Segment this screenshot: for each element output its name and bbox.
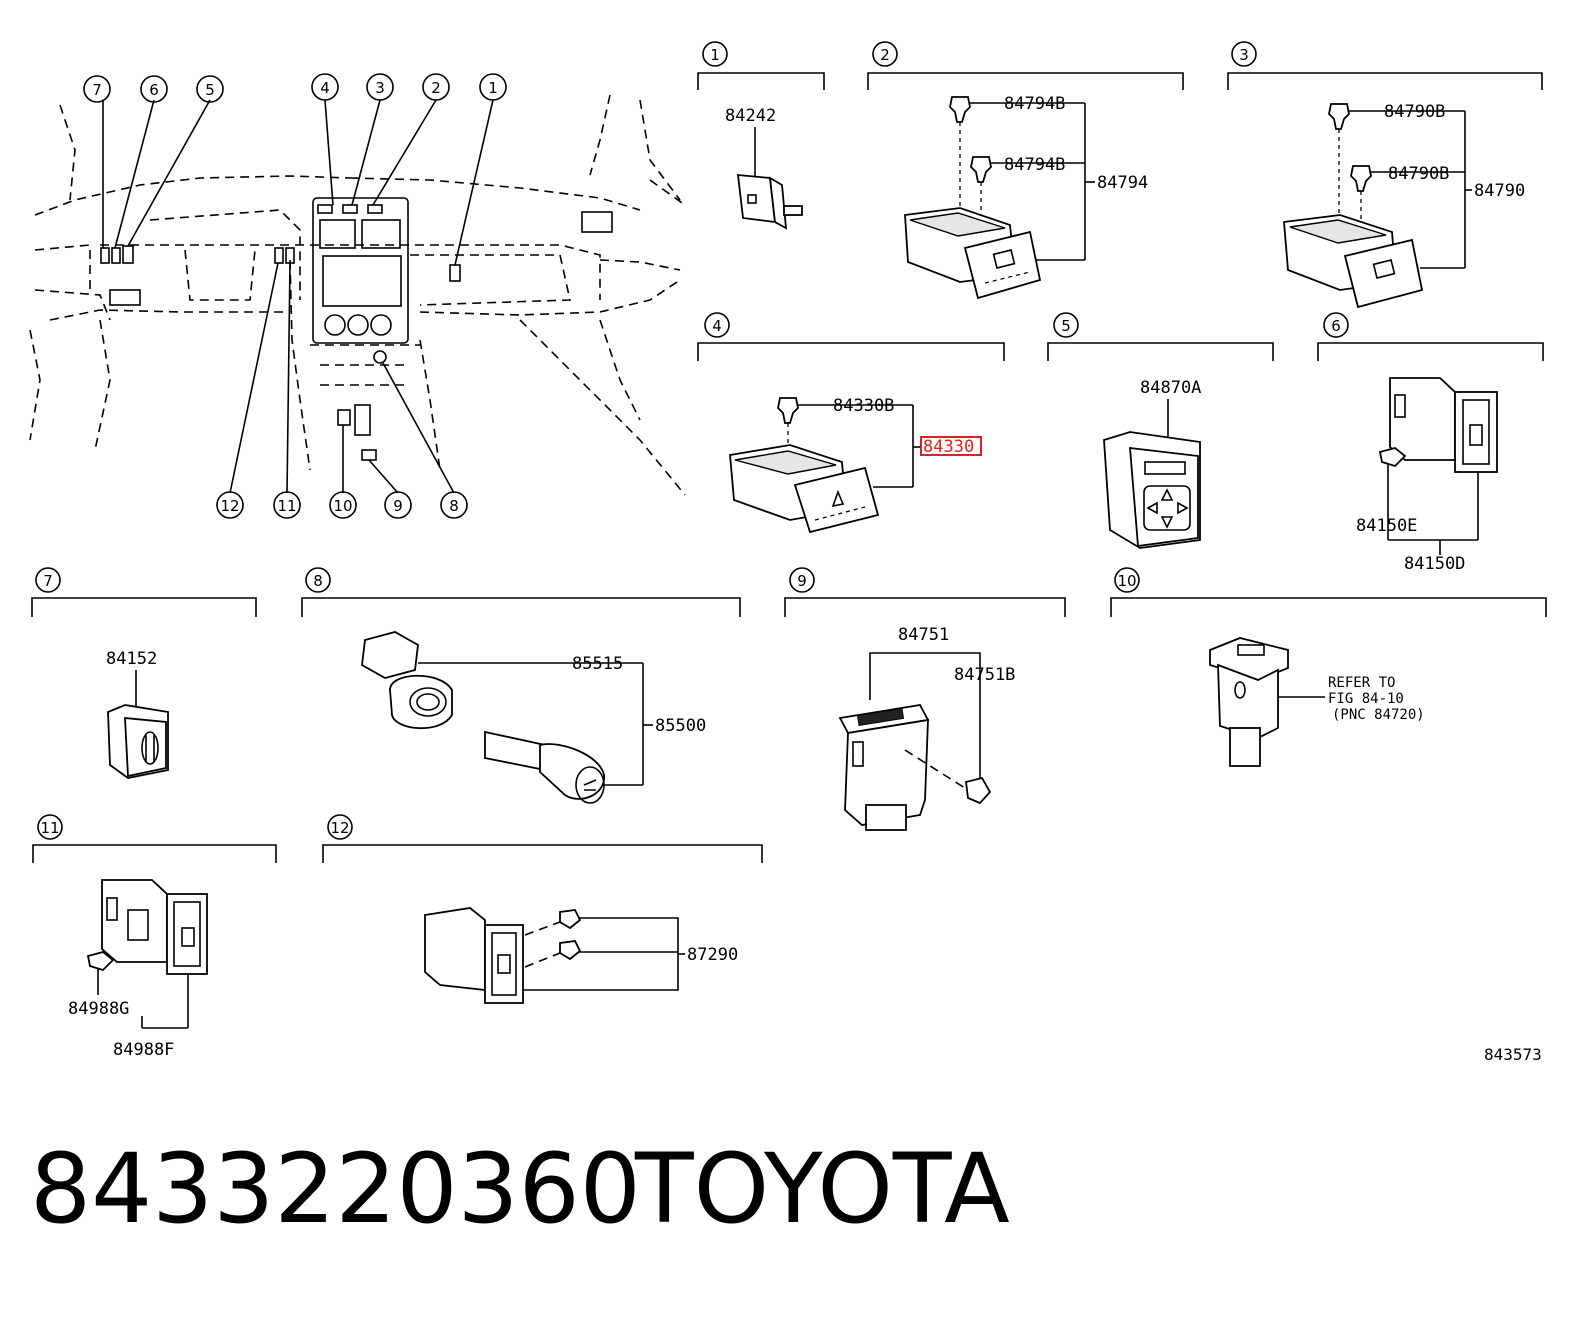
group-8: 8 85515 85500	[301, 567, 741, 804]
label-84870A: 84870A	[1140, 378, 1201, 398]
label-84330B: 84330B	[833, 396, 894, 416]
label-84751B: 84751B	[954, 665, 1015, 685]
group-3: 3 84790B 84790B 84790	[1227, 41, 1543, 309]
label-84152: 84152	[106, 649, 157, 669]
group-1: 1 84242	[697, 41, 825, 230]
label-84790B-lower: 84790B	[1388, 164, 1449, 184]
mirror-switch-84870A	[1103, 431, 1201, 549]
group-7: 7 84152	[31, 567, 257, 779]
callout-3: 3	[375, 79, 385, 97]
callout-4: 4	[320, 79, 330, 97]
label-refer-to: REFER TO	[1328, 675, 1395, 691]
switch-84150D	[1389, 377, 1498, 473]
label-84790B-upper: 84790B	[1384, 102, 1445, 122]
label-84751: 84751	[898, 625, 949, 645]
callout-11: 11	[277, 497, 296, 515]
callout-1: 1	[488, 79, 498, 97]
group-10-number: 10	[1117, 572, 1136, 590]
group-9-number: 9	[797, 572, 807, 590]
switch-84720	[1209, 637, 1289, 767]
group-4-number: 4	[712, 317, 722, 335]
callout-8: 8	[449, 497, 459, 515]
part-number-title: 8433220360	[30, 1133, 641, 1245]
label-84794B-lower: 84794B	[1004, 155, 1065, 175]
switch-84988F	[101, 879, 208, 975]
group-2-number: 2	[880, 46, 890, 64]
group-12-number: 12	[330, 819, 349, 837]
switch-84242	[736, 174, 803, 230]
group-11-number: 11	[40, 819, 59, 837]
label-84794B-upper: 84794B	[1004, 94, 1065, 114]
group-7-number: 7	[43, 572, 53, 590]
callout-12: 12	[220, 497, 239, 515]
switch-87290	[424, 907, 524, 1004]
group-6-number: 6	[1331, 317, 1341, 335]
callout-7: 7	[92, 81, 102, 99]
label-84330-highlighted[interactable]: 84330	[923, 437, 974, 457]
label-84242: 84242	[725, 106, 776, 126]
callout-9: 9	[393, 497, 403, 515]
label-pnc-84720: (PNC 84720)	[1332, 707, 1425, 723]
socket-85515	[361, 631, 453, 730]
dimmer-switch-84152	[107, 704, 169, 779]
group-3-number: 3	[1239, 46, 1249, 64]
label-85515: 85515	[572, 654, 623, 674]
group-5-number: 5	[1061, 317, 1071, 335]
label-84988F: 84988F	[113, 1040, 174, 1060]
group-2: 2 84794B 84794B 84794	[867, 41, 1184, 300]
group-6: 6 84150E 84150D	[1317, 312, 1544, 574]
switch-84790	[1283, 214, 1424, 309]
label-84988G: 84988G	[68, 999, 129, 1019]
switch-84751	[838, 704, 930, 831]
group-5: 5 84870A	[1047, 312, 1274, 549]
group-1-number: 1	[710, 46, 720, 64]
lighter-85500	[484, 730, 605, 804]
label-84790: 84790	[1474, 181, 1525, 201]
group-10: 10 REFER TO FIG 84-10 (PNC 84720)	[1110, 567, 1547, 767]
label-87290: 87290	[687, 945, 738, 965]
callout-5: 5	[205, 81, 215, 99]
group-12: 12 87290	[322, 814, 763, 1004]
label-84150E: 84150E	[1356, 516, 1417, 536]
callout-10: 10	[333, 497, 352, 515]
hazard-switch-84330	[729, 444, 880, 534]
label-fig-84-10: FIG 84-10	[1328, 691, 1404, 707]
figure-number: 843573	[1484, 1045, 1542, 1064]
label-84150D: 84150D	[1404, 554, 1465, 574]
group-11: 11 84988G 84988F	[32, 814, 277, 1060]
highlight-box	[920, 436, 982, 456]
switch-84794	[904, 207, 1042, 300]
brand-title: TOYOTA	[634, 1133, 1010, 1245]
label-84794: 84794	[1097, 173, 1148, 193]
dashboard-overview: 7 6 5 4 3 2 1 12 11 10 9 8	[29, 73, 686, 519]
callout-2: 2	[431, 79, 441, 97]
label-85500: 85500	[655, 716, 706, 736]
callout-6: 6	[149, 81, 159, 99]
group-4: 4 84330B 84330	[697, 312, 1005, 534]
group-9: 9 84751 84751B	[784, 567, 1066, 831]
group-8-number: 8	[313, 572, 323, 590]
